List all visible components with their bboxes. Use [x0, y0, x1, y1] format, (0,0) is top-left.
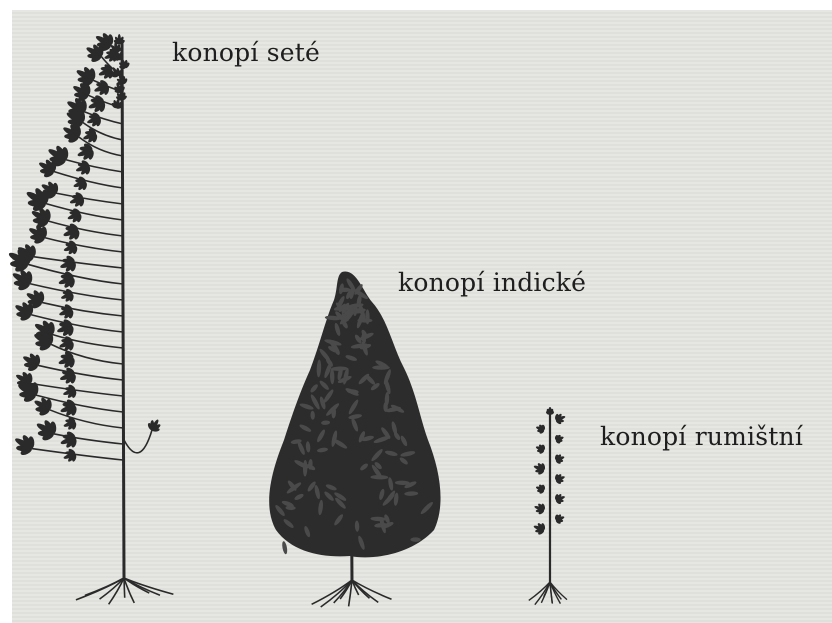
sativa-branch — [66, 160, 123, 172]
label-konopi-rumistni: konopí rumištní — [600, 424, 803, 449]
plant-sativa-roots — [76, 578, 173, 604]
plant-indica-illustration — [269, 272, 440, 608]
sativa-branch — [45, 238, 123, 252]
sativa-branch — [46, 204, 123, 220]
plant-sativa-illustration — [7, 32, 173, 604]
sativa-branch — [32, 449, 123, 460]
sativa-branch — [30, 383, 123, 396]
indica-leaf — [281, 541, 288, 555]
indica-root — [321, 580, 352, 607]
plant-ruderalis-illustration — [529, 407, 567, 605]
sativa-branch — [42, 302, 123, 316]
sativa-branch — [124, 430, 152, 453]
sativa-branch — [38, 365, 123, 380]
sativa-branch — [49, 410, 123, 428]
sativa-root — [124, 578, 173, 594]
sativa-branch — [56, 193, 123, 204]
sativa-root — [85, 578, 124, 595]
plant-indica-roots — [312, 580, 392, 607]
sativa-branch — [48, 221, 123, 236]
label-konopi-indicke: konopí indické — [398, 270, 586, 295]
ruderalis-root — [550, 582, 567, 600]
sativa-branch — [33, 257, 123, 268]
ruderalis-root — [544, 582, 550, 597]
sativa-branch — [54, 171, 123, 188]
plant-sativa-foliage — [7, 32, 161, 463]
indica-root — [312, 580, 352, 604]
plant-ruderalis-roots — [529, 582, 567, 605]
label-konopi-sete: konopí seté — [172, 40, 320, 65]
indica-root — [352, 580, 392, 599]
plant-sativa-stem — [122, 40, 124, 578]
